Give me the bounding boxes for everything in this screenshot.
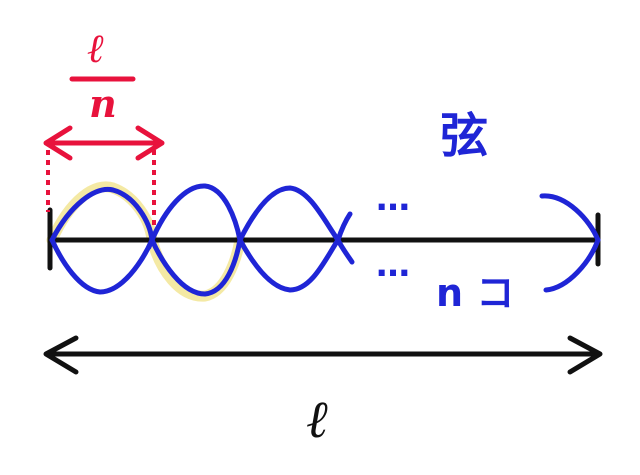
segment-denominator: n bbox=[89, 81, 117, 126]
segment-arrow-right-head bbox=[135, 125, 165, 161]
ellipsis-bottom: … bbox=[376, 245, 410, 285]
count-label: n コ bbox=[436, 271, 514, 315]
segment-arrow-left-head bbox=[43, 125, 73, 161]
ellipsis-top: … bbox=[376, 179, 410, 219]
total-arrow-left-head bbox=[43, 335, 79, 375]
wave-upper bbox=[49, 183, 353, 250]
wave-end-loop bbox=[539, 193, 601, 293]
total-arrow-right-head bbox=[567, 335, 603, 375]
wave-lower bbox=[49, 232, 355, 297]
total-length-label: ℓ bbox=[307, 389, 329, 450]
segment-numerator: ℓ bbox=[87, 25, 104, 72]
string-label: 弦 bbox=[440, 108, 488, 164]
